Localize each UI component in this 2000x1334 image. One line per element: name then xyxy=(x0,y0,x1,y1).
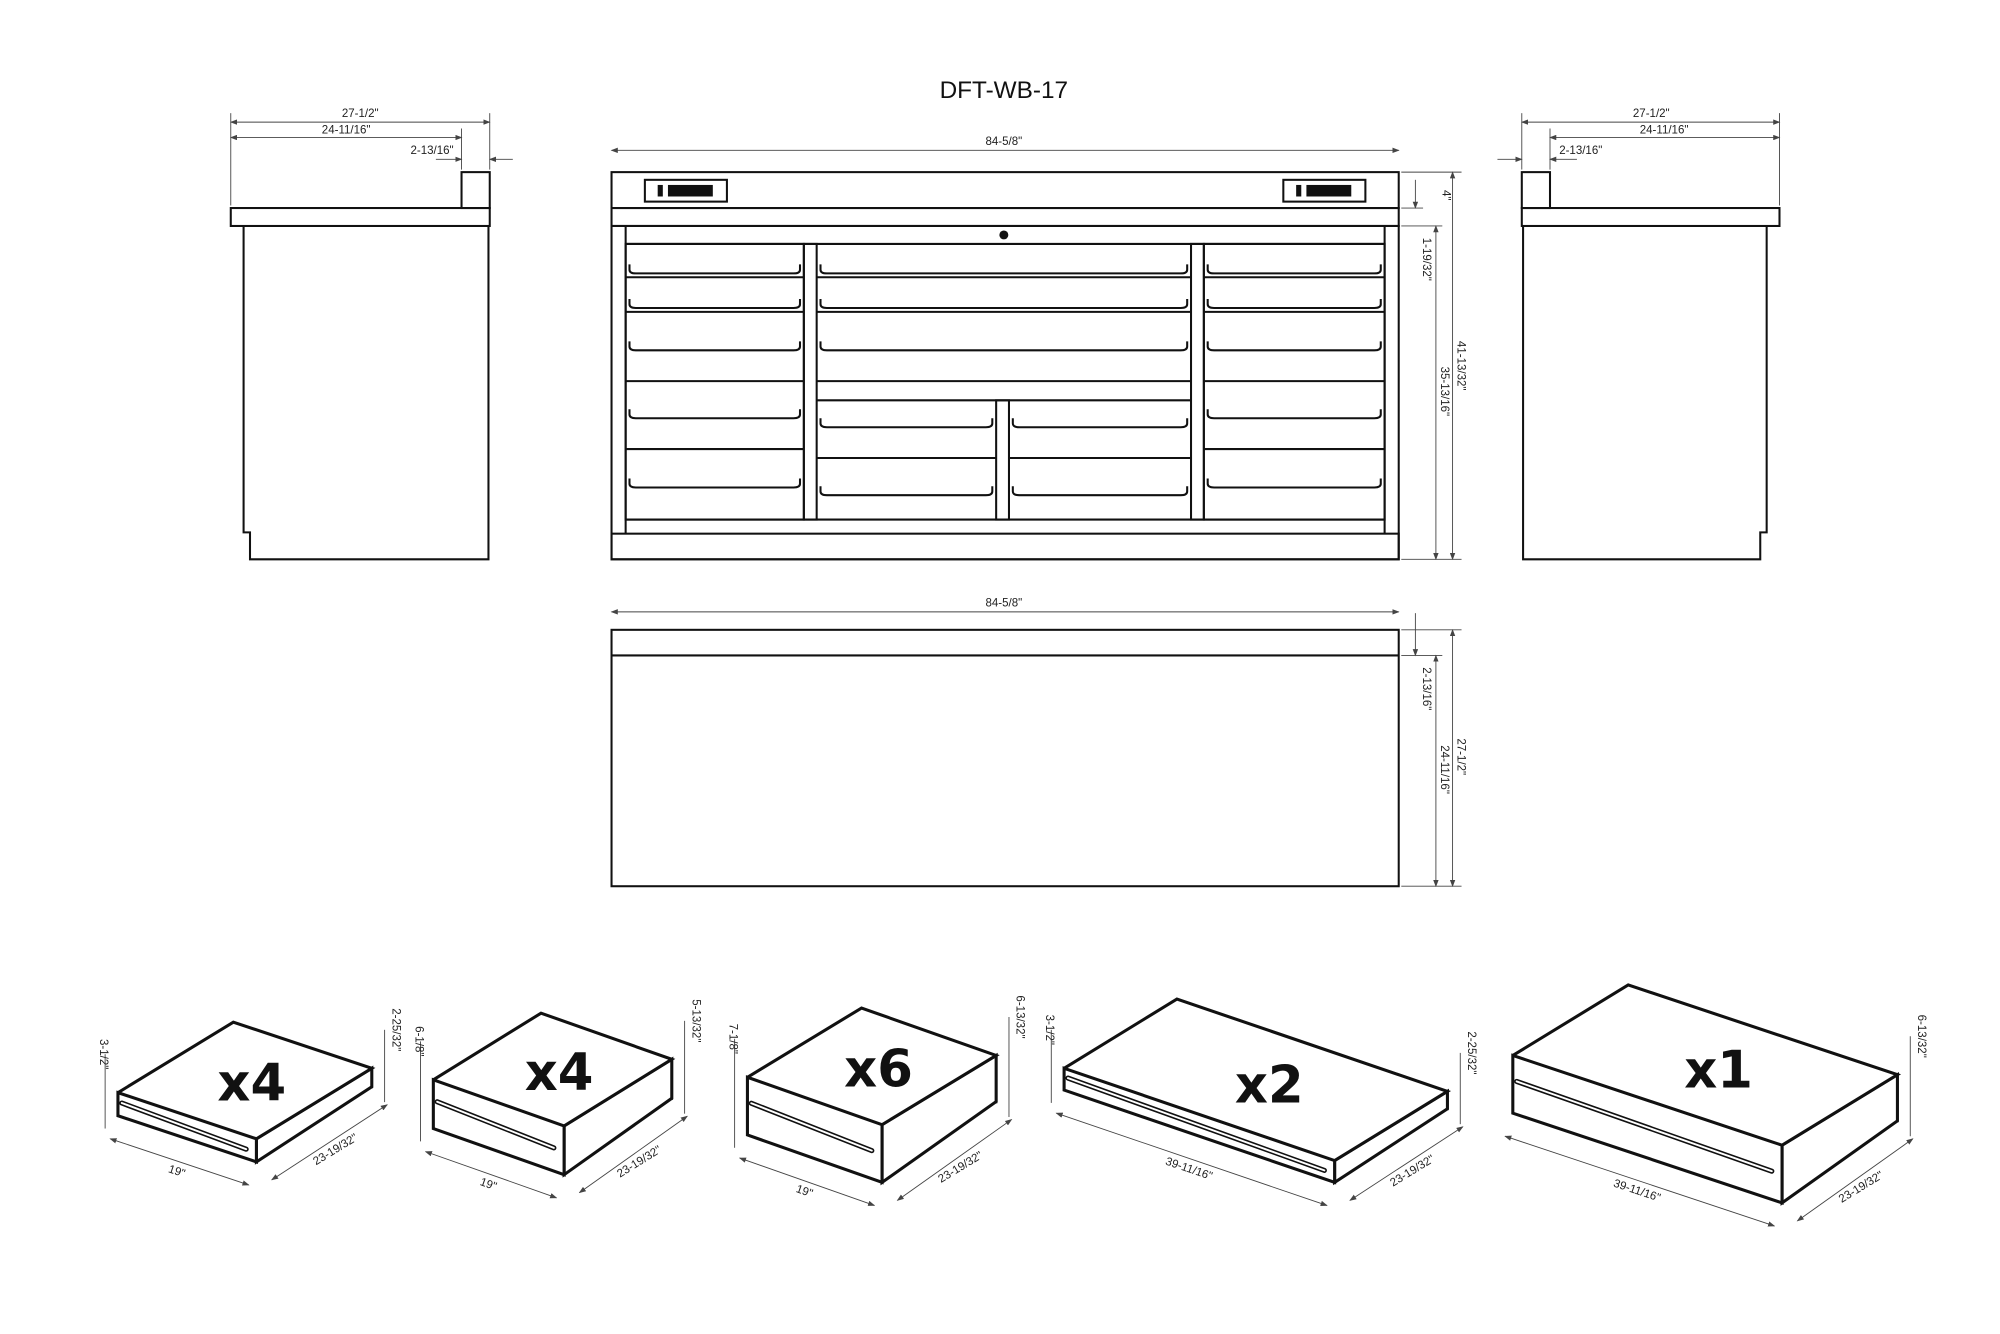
drawer-5: 39-11/16"23-19/32"6-13/32"x1 xyxy=(1504,983,1927,1227)
dim-overall-depth: 27-1/2" xyxy=(1633,108,1670,120)
drawer-quantity: x4 xyxy=(525,1043,594,1103)
dim-top-depth: 24-11/16" xyxy=(322,125,371,137)
column-divider xyxy=(995,399,1011,521)
drawer-handle xyxy=(1206,264,1382,275)
drawer-front-height-label: 3-1/2" xyxy=(1043,1015,1055,1045)
dim-width: 84-5/8" xyxy=(985,136,1022,148)
drawer-handle xyxy=(1206,409,1382,420)
width-dimension-line xyxy=(424,1151,558,1199)
drawer-side-height-label: 6-13/32" xyxy=(1915,1015,1927,1058)
drawer-3: 19"23-19/32"6-13/32"7-1/8"x6 xyxy=(726,995,1026,1206)
drawer-rim xyxy=(1512,983,1902,1147)
drawer-rim xyxy=(432,1011,676,1128)
drawer-front-height-label: 3-1/2" xyxy=(97,1039,109,1069)
drawer-quantity: x1 xyxy=(1684,1041,1753,1101)
drawer-rim xyxy=(746,1006,1000,1127)
depth-dimension-line xyxy=(896,1119,1013,1201)
width-dimension-line xyxy=(1504,1135,1776,1227)
drawer-handle xyxy=(628,341,802,352)
drawer-handle xyxy=(628,264,802,275)
depth-dimension-line xyxy=(1796,1138,1914,1222)
drawer-side-height-label: 6-13/32" xyxy=(1014,995,1026,1038)
drawer-handle xyxy=(628,299,802,310)
drawer-quantity: x2 xyxy=(1235,1055,1304,1115)
drawer-quantity: x6 xyxy=(844,1040,913,1100)
dim-backsplash: 2-13/16" xyxy=(410,145,453,157)
drawer-depth-label: 23-19/32" xyxy=(1388,1153,1437,1189)
drawer-handle xyxy=(819,418,994,429)
drawer-depth-label: 23-19/32" xyxy=(311,1132,360,1168)
drawer-rim xyxy=(1063,997,1452,1162)
dim-backsplash-height: 4" xyxy=(1439,190,1451,201)
dim-top-depth: 24-11/16" xyxy=(1640,125,1689,137)
drawer-quantity: x4 xyxy=(217,1054,286,1114)
power-outlet-right xyxy=(1282,178,1367,203)
drawer-width-label: 19" xyxy=(794,1183,814,1200)
drawer-width-label: 19" xyxy=(478,1176,498,1193)
drawer-handle xyxy=(819,341,1189,352)
drawer-width-label: 19" xyxy=(167,1163,187,1180)
column-divider xyxy=(1190,242,1205,521)
left-side-view: 27-1/2" 24-11/16" 2-13/16" xyxy=(229,108,513,561)
width-dimension-line xyxy=(109,1138,250,1186)
power-outlet-left xyxy=(643,178,728,203)
drawer-handle xyxy=(1011,418,1189,429)
drawer-2: 19"23-19/32"5-13/32"6-1/8"x4 xyxy=(412,999,701,1199)
drawer-1: 19" 23-19/32" 2-25/32" 3-1/2" x4 xyxy=(97,1008,401,1186)
drawer-handle xyxy=(1206,478,1382,489)
drawer-handle xyxy=(819,486,994,497)
drawer-handle xyxy=(819,264,1189,275)
drawer-width-label: 39-11/16" xyxy=(1612,1178,1662,1205)
dim-top-thickness: 1-19/32" xyxy=(1420,238,1432,281)
drawer-side-height-label: 2-25/32" xyxy=(389,1008,401,1051)
drawing-title: DFT-WB-17 xyxy=(940,77,1068,104)
drawer-side-height-label: 5-13/32" xyxy=(689,999,701,1042)
drawer-handle xyxy=(1206,341,1382,352)
dim-backsplash-depth: 2-13/16" xyxy=(1420,667,1432,710)
drawer-handle xyxy=(628,409,802,420)
depth-dimension-line xyxy=(578,1115,688,1194)
dim-overall-depth: 27-1/2" xyxy=(1455,738,1467,775)
drawer-front-height-label: 6-1/8" xyxy=(412,1026,424,1056)
right-side-view: 27-1/2" 24-11/16" 2-13/16" xyxy=(1497,108,1781,561)
depth-dimension-line xyxy=(1349,1126,1464,1201)
dim-top-depth: 24-11/16" xyxy=(1438,745,1450,794)
drawer-4: 39-11/16" 23-19/32" 2-25/32" 3-1/2" x2 xyxy=(1043,997,1477,1206)
lock-icon xyxy=(999,230,1009,240)
dim-width: 84-5/8" xyxy=(985,598,1022,610)
drawer-side-height-label: 2-25/32" xyxy=(1465,1031,1477,1074)
width-dimension-line xyxy=(1055,1112,1328,1206)
dim-overall-height: 41-13/32" xyxy=(1455,341,1467,391)
drawer-handle xyxy=(628,478,802,489)
front-view: 84-5/8" 4" 1-19/32" 35-13/16" 41-13/32" xyxy=(610,136,1467,561)
dim-cabinet-height: 35-13/16" xyxy=(1438,367,1450,417)
column-divider xyxy=(802,242,818,521)
drawer-width-label: 39-11/16" xyxy=(1164,1156,1214,1183)
drawer-handle xyxy=(1206,299,1382,310)
depth-dimension-line xyxy=(271,1104,388,1181)
dim-overall-depth: 27-1/2" xyxy=(342,108,379,120)
drawer-handle xyxy=(819,299,1189,310)
drawer-handle xyxy=(1011,486,1189,497)
dim-backsplash: 2-13/16" xyxy=(1559,145,1602,157)
drawer-rim xyxy=(117,1020,376,1141)
top-view: 84-5/8" 2-13/16" 24-11/16" 27-1/2" xyxy=(610,598,1467,888)
width-dimension-line xyxy=(738,1157,876,1206)
drawer-front-height-label: 7-1/8" xyxy=(726,1024,738,1054)
drawer-details: 19" 23-19/32" 2-25/32" 3-1/2" x4 19" 23-19/32"… xyxy=(97,983,1927,1227)
